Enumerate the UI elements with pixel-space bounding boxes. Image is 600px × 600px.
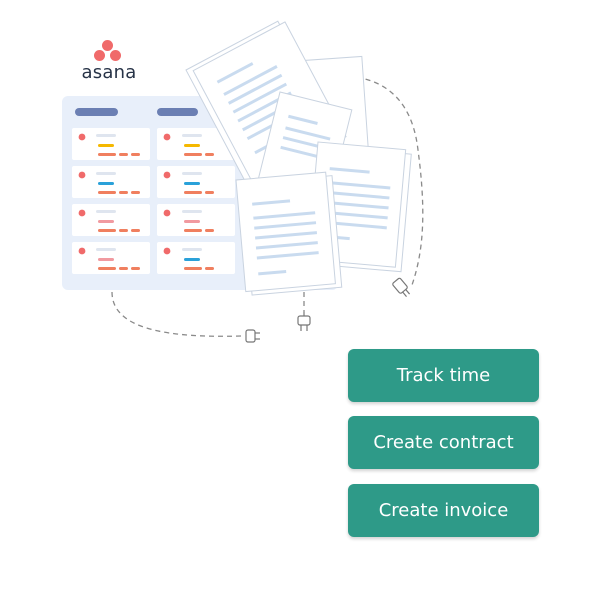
create-invoice-button[interactable]: Create invoice [348, 484, 539, 537]
connector-line-board [111, 291, 243, 337]
logo-dot [110, 50, 121, 61]
task-card [157, 128, 235, 160]
task-card [72, 204, 150, 236]
document [235, 171, 343, 296]
action-buttons: Track time Create contract Create invoic… [348, 349, 540, 551]
logo-wordmark: asana [81, 62, 137, 83]
task-card [72, 128, 150, 160]
task-card [157, 204, 235, 236]
track-time-button[interactable]: Track time [348, 349, 539, 402]
logo-dot [102, 40, 113, 51]
create-contract-button[interactable]: Create contract [348, 416, 539, 469]
task-card [72, 166, 150, 198]
logo-dot [94, 50, 105, 61]
document-pile [185, 20, 412, 296]
task-card [72, 242, 150, 274]
plug-icon [392, 277, 411, 298]
plug-icon [245, 329, 260, 343]
task-card [157, 242, 235, 274]
plug-icon [297, 312, 311, 331]
task-card [157, 166, 235, 198]
asana-logo: asana [76, 40, 142, 84]
